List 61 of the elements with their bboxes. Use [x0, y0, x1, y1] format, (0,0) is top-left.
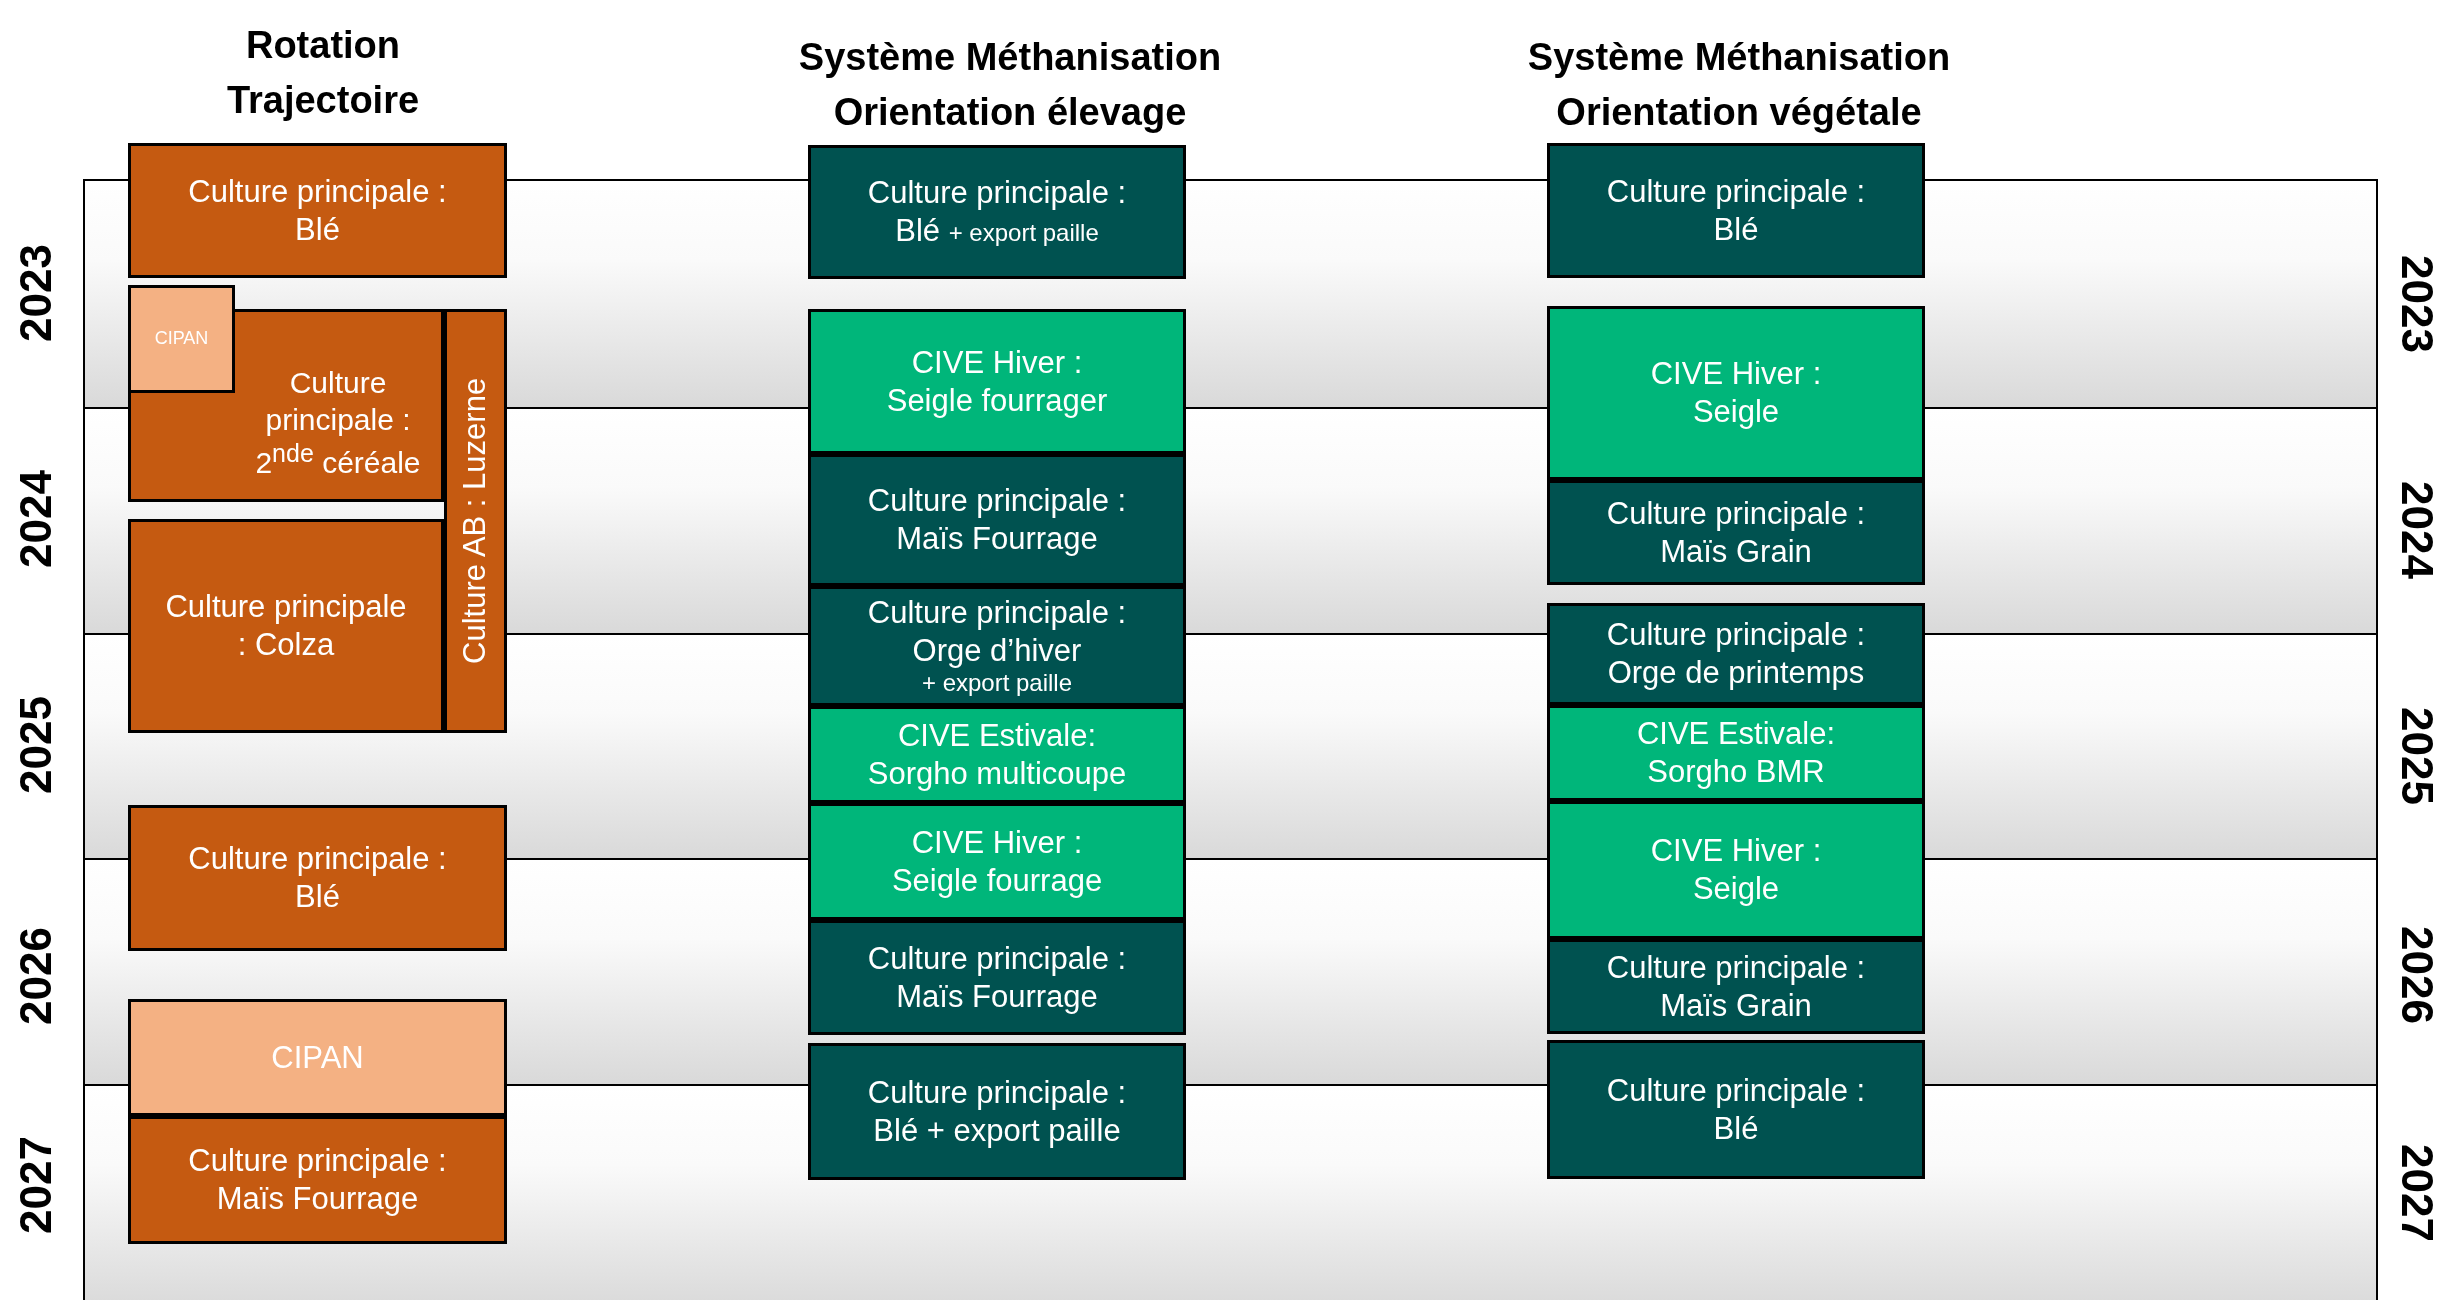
crop-box — [808, 803, 1186, 920]
crop-label: Culture principale : Orge de printemps — [1605, 616, 1867, 692]
crop-label: Culture principale : Maïs Fourrage — [187, 1142, 448, 1218]
crop-box — [128, 805, 507, 951]
crop-label: Culture principale : Orge d’hiver — [866, 593, 1128, 670]
crop-label: CIPAN — [154, 328, 209, 350]
crop-label: Culture principale : Blé — [187, 172, 448, 249]
crop-label: Culture principale : Blé — [1605, 1071, 1867, 1148]
year-label: 2026 — [2392, 925, 2443, 1026]
crop-label: Culture principale : Colza — [164, 588, 408, 664]
column-heading: Système Méthanisation Orientation végétale — [1526, 35, 1952, 136]
crop-box — [808, 145, 1186, 279]
crop-box — [1547, 801, 1925, 939]
year-label: 2027 — [2392, 1143, 2443, 1244]
crop-box — [1547, 480, 1925, 585]
crop-label: Culture principale : Blé — [187, 840, 448, 916]
crop-label: CIVE Estivale: Sorgho BMR — [1635, 715, 1837, 791]
crop-label: Culture AB : Luzerne — [456, 377, 494, 665]
crop-box — [128, 999, 507, 1116]
crop-box — [128, 285, 235, 393]
crop-box — [1547, 603, 1925, 705]
crop-label: Culture principale : Blé + export paille — [866, 174, 1128, 250]
crop-box — [128, 519, 444, 733]
crop-note: + export paille — [921, 669, 1073, 699]
year-label: 2023 — [10, 243, 61, 344]
crop-label: Culture principale : Blé + export paille — [866, 1073, 1128, 1150]
crop-box — [128, 1116, 507, 1244]
crop-box — [808, 309, 1186, 454]
crop-label: Culture principale : Maïs Grain — [1605, 948, 1867, 1025]
crop-box — [1547, 705, 1925, 801]
year-label: 2025 — [2392, 706, 2443, 807]
crop-box — [1547, 143, 1925, 278]
crop-box — [808, 920, 1186, 1035]
column-heading: Système Méthanisation Orientation élevage — [797, 35, 1223, 136]
year-label: 2026 — [10, 926, 61, 1027]
crop-label: Culture principale : Maïs Fourrage — [866, 482, 1128, 558]
year-label: 2024 — [10, 469, 61, 570]
year-label: 2023 — [2392, 254, 2443, 355]
crop-label: Culture principale : Blé — [1605, 172, 1867, 249]
crop-box — [1547, 1040, 1925, 1179]
year-label: 2025 — [10, 695, 61, 796]
crop-label: CIPAN — [271, 1038, 364, 1077]
crop-label: Culture principale : 2$^{nde}$ céréale — [254, 365, 422, 482]
crop-label: CIVE Hiver : Seigle fourrager — [885, 343, 1109, 420]
crop-label: CIVE Hiver : Seigle — [1649, 832, 1823, 908]
crop-label: Culture principale : Maïs Fourrage — [866, 939, 1128, 1016]
crop-label: CIVE Hiver : Seigle — [1649, 355, 1823, 431]
year-label: 2024 — [2392, 480, 2443, 581]
crop-box — [1547, 306, 1925, 480]
crop-box — [444, 309, 507, 733]
crop-label: Culture principale : Maïs Grain — [1605, 494, 1867, 571]
crop-label: CIVE Hiver : Seigle fourrage — [890, 823, 1104, 900]
crop-box — [128, 143, 507, 278]
crop-box — [808, 706, 1186, 803]
crop-box — [808, 586, 1186, 706]
crop-box — [808, 1043, 1186, 1180]
crop-box — [1547, 939, 1925, 1034]
crop-box — [808, 454, 1186, 586]
crop-label: CIVE Estivale: Sorgho multicoupe — [866, 716, 1128, 793]
year-label: 2027 — [10, 1135, 61, 1236]
column-heading: Rotation Trajectoire — [225, 23, 421, 124]
